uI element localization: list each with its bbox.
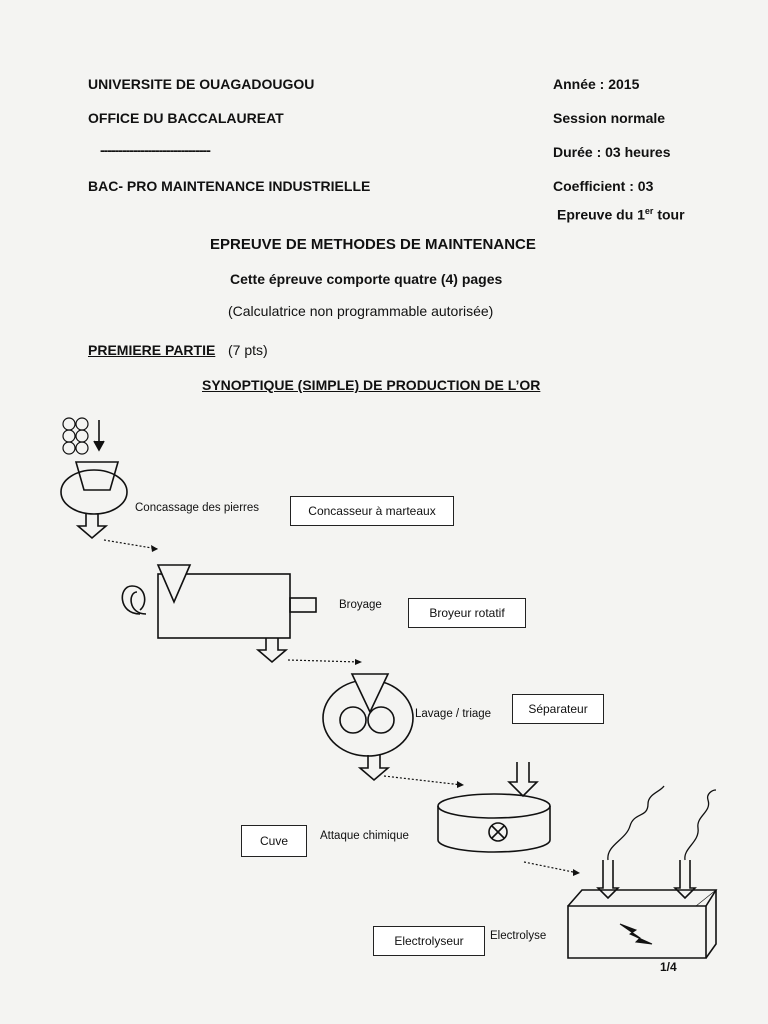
lightning-icon	[619, 923, 653, 945]
process-label: Broyage	[339, 599, 382, 611]
exam-title: EPREUVE DE METHODES DE MAINTENANCE	[210, 236, 536, 253]
exam-name: BAC- PRO MAINTENANCE INDUSTRIELLE	[88, 178, 371, 194]
page-number: 1/4	[660, 960, 677, 974]
process-label: Concassage des pierres	[135, 502, 260, 514]
equipment-box: Concasseur à marteaux	[290, 496, 454, 526]
outlet-arrow-icon	[75, 514, 109, 540]
tank-icon	[437, 793, 551, 819]
equipment-box: Broyeur rotatif	[408, 598, 526, 628]
exam-coefficient: Coefficient : 03	[553, 178, 654, 194]
process-label: Electrolyse	[490, 930, 547, 942]
equipment-box: Cuve	[241, 825, 307, 857]
hopper-icon	[74, 461, 120, 491]
diagram-title: SYNOPTIQUE (SIMPLE) DE PRODUCTION DE L’O…	[202, 377, 541, 393]
part-points: (7 pts)	[228, 342, 268, 358]
dashes-line: ------------------------------	[100, 142, 211, 158]
office-name: OFFICE DU BACCALAUREAT	[88, 110, 284, 126]
exam-year: Année : 2015	[553, 76, 640, 92]
equipment-box: Electrolyseur	[373, 926, 485, 956]
exam-round: Epreuve du 1er tour	[557, 206, 685, 223]
stones-icon	[62, 417, 89, 455]
exam-session: Session normale	[553, 110, 666, 126]
part-title: PREMIERE PARTIE	[88, 342, 216, 358]
crusher-icon	[60, 469, 128, 515]
process-label: Lavage / triage	[415, 708, 492, 720]
mill-hopper-icon	[156, 564, 192, 605]
calculator-note: (Calculatrice non programmable autorisée…	[228, 303, 494, 319]
equipment-box: Séparateur	[512, 694, 604, 724]
exam-duration: Durée : 03 heures	[553, 144, 671, 160]
electrolyser-icon	[567, 905, 707, 959]
university-name: UNIVERSITE DE OUAGADOUGOU	[88, 76, 315, 92]
page-count-note: Cette épreuve comporte quatre (4) pages	[230, 271, 503, 287]
mill-motor-icon	[121, 585, 146, 615]
process-label: Attaque chimique	[320, 830, 409, 842]
